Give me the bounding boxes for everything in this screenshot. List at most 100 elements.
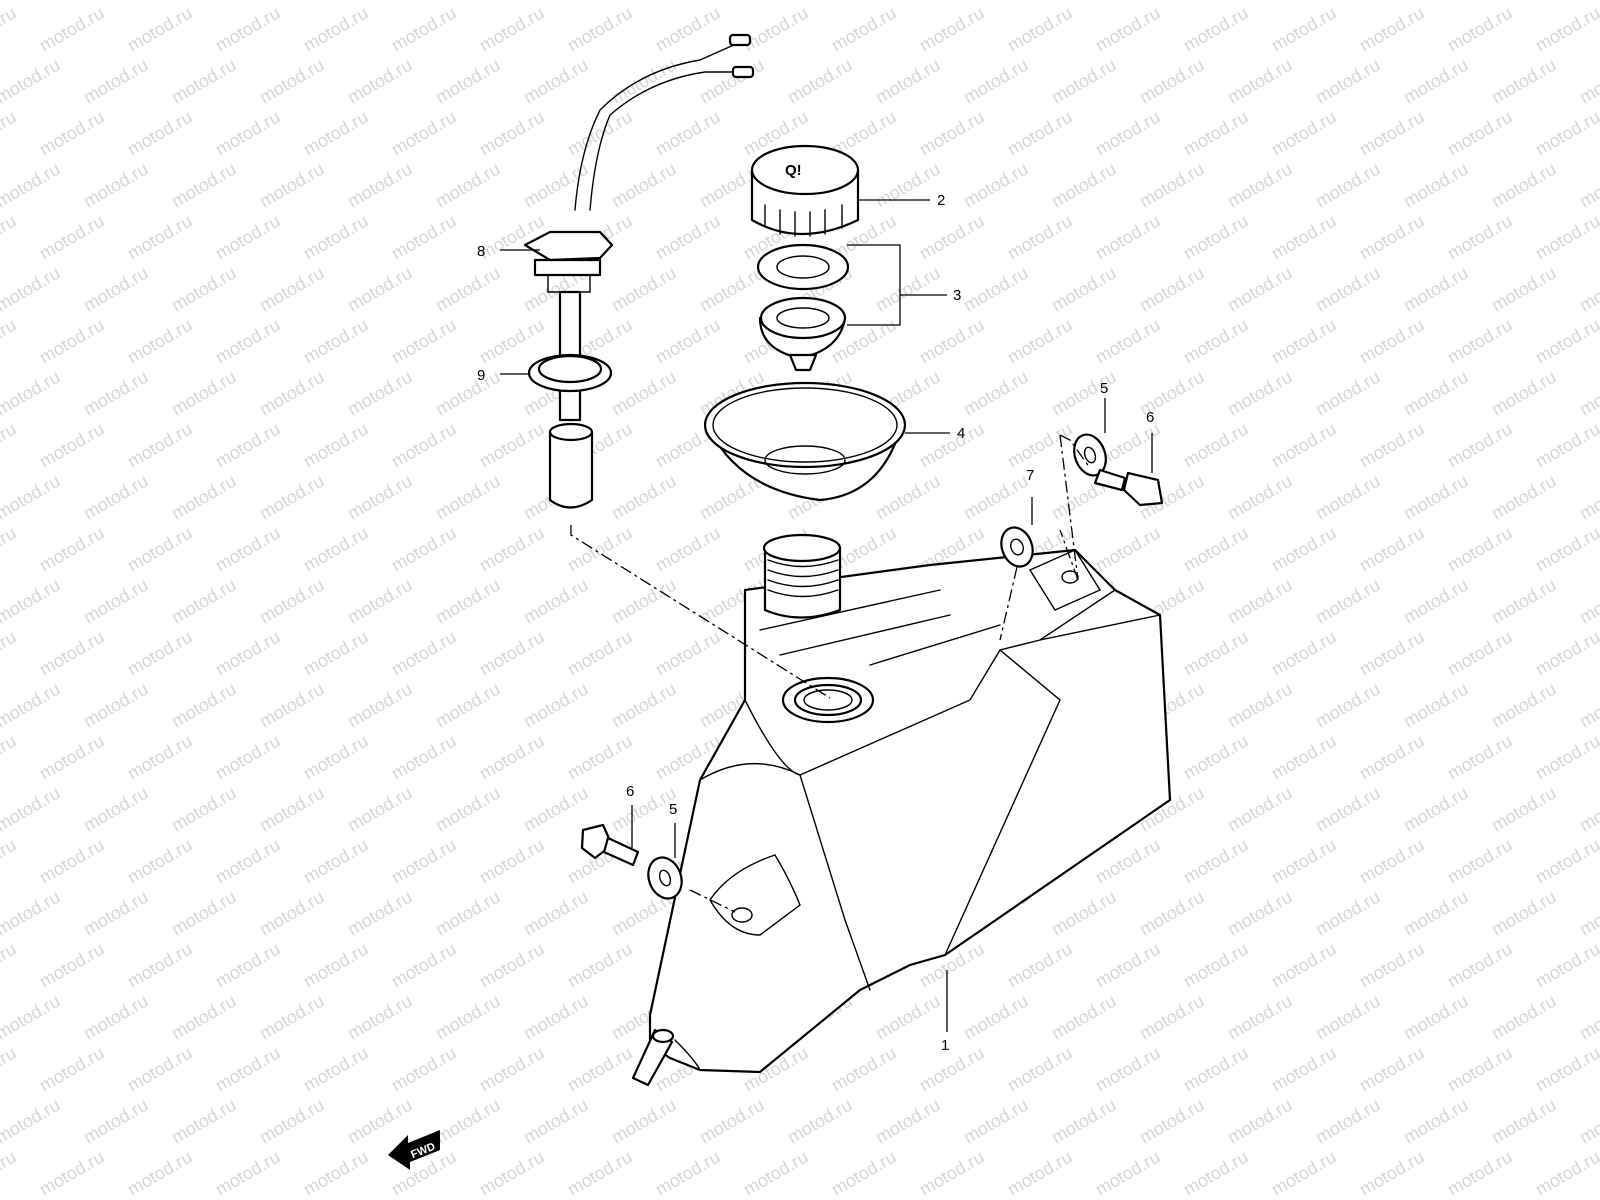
watermark-text: motod.ru bbox=[520, 679, 592, 732]
watermark-text: motod.ru bbox=[1576, 367, 1600, 420]
watermark-text: motod.ru bbox=[36, 939, 108, 992]
watermark-text: motod.ru bbox=[1180, 419, 1252, 472]
watermark-text: motod.ru bbox=[432, 471, 504, 524]
watermark-text: motod.ru bbox=[388, 107, 460, 160]
watermark-text: motod.ru bbox=[872, 471, 944, 524]
watermark-text: motod.ru bbox=[1092, 3, 1164, 56]
callout-9: 9 bbox=[477, 367, 485, 384]
watermark-text: motod.ru bbox=[1224, 887, 1296, 940]
watermark-text: motod.ru bbox=[212, 627, 284, 680]
watermark-text: motod.ru bbox=[1224, 55, 1296, 108]
watermark-text: motod.ru bbox=[432, 991, 504, 1044]
watermark-text: motod.ru bbox=[1532, 107, 1600, 160]
watermark-text: motod.ru bbox=[520, 1095, 592, 1148]
watermark-text: motod.ru bbox=[1444, 523, 1516, 576]
watermark-text: motod.ru bbox=[0, 835, 20, 888]
watermark-text: motod.ru bbox=[1048, 0, 1120, 3]
callout-5b: 5 bbox=[669, 801, 677, 818]
watermark-text: motod.ru bbox=[344, 471, 416, 524]
watermark-text: motod.ru bbox=[1224, 0, 1296, 3]
bolt-left bbox=[580, 823, 640, 867]
watermark-text: motod.ru bbox=[1576, 887, 1600, 940]
watermark-text: motod.ru bbox=[1224, 159, 1296, 212]
watermark-text: motod.ru bbox=[1136, 159, 1208, 212]
watermark-text: motod.ru bbox=[1488, 367, 1560, 420]
watermark-text: motod.ru bbox=[256, 263, 328, 316]
watermark-text: motod.ru bbox=[1004, 1043, 1076, 1096]
watermark-text: motod.ru bbox=[1180, 627, 1252, 680]
watermark-text: motod.ru bbox=[0, 1147, 20, 1200]
watermark-text: motod.ru bbox=[1576, 1095, 1600, 1148]
watermark-text: motod.ru bbox=[0, 783, 64, 836]
watermark-text: motod.ru bbox=[168, 55, 240, 108]
watermark-text: motod.ru bbox=[564, 1147, 636, 1200]
watermark-text: motod.ru bbox=[1180, 107, 1252, 160]
watermark-text: motod.ru bbox=[124, 835, 196, 888]
watermark-text: motod.ru bbox=[344, 783, 416, 836]
watermark-text: motod.ru bbox=[960, 471, 1032, 524]
watermark-text: motod.ru bbox=[256, 783, 328, 836]
watermark-text: motod.ru bbox=[212, 1043, 284, 1096]
watermark-text: motod.ru bbox=[1268, 315, 1340, 368]
watermark-text: motod.ru bbox=[1312, 159, 1384, 212]
watermark-text: motod.ru bbox=[872, 0, 944, 3]
watermark-text: motod.ru bbox=[1444, 107, 1516, 160]
watermark-text: motod.ru bbox=[696, 263, 768, 316]
watermark-text: motod.ru bbox=[564, 107, 636, 160]
watermark-text: motod.ru bbox=[1576, 679, 1600, 732]
watermark-text: motod.ru bbox=[300, 107, 372, 160]
cap-marking: Q! bbox=[785, 162, 802, 179]
watermark-text: motod.ru bbox=[1048, 367, 1120, 420]
watermark-text: motod.ru bbox=[1576, 159, 1600, 212]
watermark-text: motod.ru bbox=[696, 0, 768, 3]
watermark-text: motod.ru bbox=[1268, 731, 1340, 784]
watermark-text: motod.ru bbox=[0, 679, 64, 732]
callout-6b: 6 bbox=[626, 783, 634, 800]
watermark-text: motod.ru bbox=[256, 0, 328, 3]
callout-8: 8 bbox=[477, 243, 485, 260]
watermark-text: motod.ru bbox=[0, 159, 64, 212]
watermark-text: motod.ru bbox=[828, 3, 900, 56]
washer-left bbox=[647, 856, 683, 900]
watermark-text: motod.ru bbox=[344, 263, 416, 316]
watermark-text: motod.ru bbox=[916, 419, 988, 472]
watermark-text: motod.ru bbox=[344, 55, 416, 108]
watermark-text: motod.ru bbox=[652, 627, 724, 680]
watermark-text: motod.ru bbox=[1356, 1043, 1428, 1096]
watermark-text: motod.ru bbox=[916, 3, 988, 56]
watermark-text: motod.ru bbox=[1356, 315, 1428, 368]
watermark-text: motod.ru bbox=[212, 419, 284, 472]
watermark-text: motod.ru bbox=[1488, 991, 1560, 1044]
watermark-text: motod.ru bbox=[212, 939, 284, 992]
watermark-text: motod.ru bbox=[1576, 471, 1600, 524]
watermark-text: motod.ru bbox=[1356, 107, 1428, 160]
watermark-text: motod.ru bbox=[0, 315, 20, 368]
watermark-text: motod.ru bbox=[212, 107, 284, 160]
watermark-text: motod.ru bbox=[1092, 523, 1164, 576]
watermark-text: motod.ru bbox=[1488, 783, 1560, 836]
watermark-text: motod.ru bbox=[916, 1147, 988, 1200]
watermark-text: motod.ru bbox=[1400, 159, 1472, 212]
watermark-text: motod.ru bbox=[1180, 1147, 1252, 1200]
watermark-text: motod.ru bbox=[916, 211, 988, 264]
watermark-text: motod.ru bbox=[476, 419, 548, 472]
watermark-text: motod.ru bbox=[1488, 887, 1560, 940]
watermark-text: motod.ru bbox=[1092, 1043, 1164, 1096]
watermark-text: motod.ru bbox=[432, 367, 504, 420]
watermark-text: motod.ru bbox=[124, 939, 196, 992]
watermark-text: motod.ru bbox=[1312, 887, 1384, 940]
fuel-tank bbox=[631, 533, 1172, 1087]
watermark-text: motod.ru bbox=[1268, 211, 1340, 264]
watermark-text: motod.ru bbox=[0, 1095, 64, 1148]
watermark-text: motod.ru bbox=[1268, 1147, 1340, 1200]
watermark-text: motod.ru bbox=[168, 263, 240, 316]
watermark-text: motod.ru bbox=[476, 627, 548, 680]
watermark-text: motod.ru bbox=[1224, 367, 1296, 420]
watermark-text: motod.ru bbox=[124, 523, 196, 576]
watermark-text: motod.ru bbox=[1180, 211, 1252, 264]
watermark-text: motod.ru bbox=[36, 835, 108, 888]
watermark-text: motod.ru bbox=[740, 3, 812, 56]
watermark-text: motod.ru bbox=[300, 939, 372, 992]
watermark-text: motod.ru bbox=[1400, 55, 1472, 108]
callout-3: 3 bbox=[953, 287, 961, 304]
